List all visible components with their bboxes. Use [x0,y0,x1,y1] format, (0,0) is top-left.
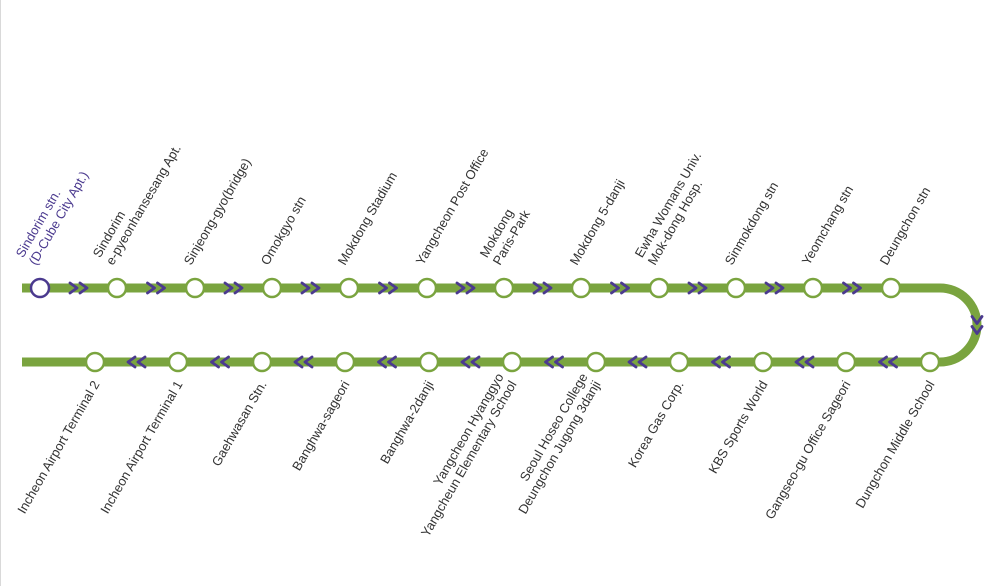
station-label: Sinjeong-gyo(bridge) [181,155,254,267]
page-left-border [0,0,1,586]
station-marker[interactable] [880,277,902,299]
station-marker[interactable] [493,277,515,299]
direction-arrows [68,281,984,369]
station-label-line: Incheon Airport Terminal 1 [97,378,185,516]
station-marker[interactable] [334,351,356,373]
station-label-line: Deungchon Jugong 3danji [515,378,604,516]
station-marker[interactable] [725,277,747,299]
station-label: Incheon Airport Terminal 2 [14,378,102,516]
direction-arrow [377,355,397,369]
station-label: Banghwa-2danji [377,378,437,466]
station-marker[interactable] [167,351,189,373]
station-label: Deungchon stn [877,184,934,267]
direction-arrow [794,355,815,369]
direction-arrow [970,315,984,335]
station-label: Yeomchang stn [799,183,857,268]
station-label: Korea Gas Corp. [625,378,687,470]
station-label-line: e-pyeonhansesang Apt. [103,142,184,268]
station-marker[interactable] [835,351,857,373]
start-station-marker[interactable] [29,277,51,299]
direction-arrow [842,281,862,295]
station-label-line: Mokdong Stadium [335,169,400,267]
direction-arrow [210,355,230,369]
direction-arrow [878,355,898,369]
station-label-line: Korea Gas Corp. [625,378,687,470]
route-line [22,283,982,367]
station-label-line: Deungchon stn [877,184,934,267]
station-marker[interactable] [752,351,774,373]
station-label: Mokdong Stadium [335,169,400,267]
direction-arrow [378,281,398,295]
start-station-label: Sindorim stn.(D-Cube City Apt.) [13,169,92,268]
direction-arrow [455,281,476,295]
direction-arrow [711,355,731,369]
station-label: Gangseo-gu Office Sageori [762,378,854,522]
station-label: Gaehwasan Stn. [209,378,270,469]
station-label: Sinmokdong stn [722,179,782,267]
direction-arrow [126,355,147,369]
station-label: KBS Sports World [705,378,770,476]
direction-arrow [764,281,785,295]
station-marker[interactable] [668,351,690,373]
station-marker[interactable] [106,277,128,299]
station-marker[interactable] [570,277,592,299]
station-label: Incheon Airport Terminal 1 [97,378,185,516]
station-label-line: Mokdong 5-danji [567,177,628,268]
direction-arrow [460,355,481,369]
station-label: Dungchon Middle School [852,378,937,511]
station-marker[interactable] [184,277,206,299]
direction-arrow [610,281,630,295]
direction-arrow [300,281,321,295]
station-labels: Sindorim stn.(D-Cube City Apt.)Sindorime… [13,142,938,540]
direction-arrow [532,281,553,295]
station-label-line: Gaehwasan Stn. [209,378,270,469]
direction-arrow [627,355,648,369]
stations [29,277,941,373]
station-label-line: Yangcheun Elementary School [418,378,520,539]
direction-arrow [544,355,564,369]
station-label-line: Sinjeong-gyo(bridge) [181,155,254,267]
station-label: Ewha Womans Univ.Mok-dong Hosp. [632,149,706,267]
station-marker[interactable] [648,277,670,299]
station-marker[interactable] [338,277,360,299]
station-marker[interactable] [418,351,440,373]
station-label-line: Yeomchang stn [799,183,857,268]
station-label-line: Banghwa-2danji [377,378,437,466]
station-marker[interactable] [416,277,438,299]
direction-arrow [293,355,314,369]
station-label-line: Sinmokdong stn [722,179,782,267]
direction-arrow [687,281,708,295]
station-marker[interactable] [919,351,941,373]
station-label: Banghwa-sageori [289,378,353,473]
direction-arrow [146,281,166,295]
station-label-line: Gangseo-gu Office Sageori [762,378,854,522]
station-marker[interactable] [585,351,607,373]
station-label-line: Incheon Airport Terminal 2 [14,378,102,516]
station-marker[interactable] [251,351,273,373]
station-marker[interactable] [501,351,523,373]
station-label-line: Banghwa-sageori [289,378,353,473]
station-marker[interactable] [802,277,824,299]
station-label-line: Omokgyo stn [258,194,309,268]
station-marker[interactable] [261,277,283,299]
station-label: Mokdong 5-danji [567,177,628,268]
station-label-line: Dungchon Middle School [852,378,937,511]
station-label: Omokgyo stn [258,194,309,268]
station-label-line: KBS Sports World [705,378,770,476]
station-marker[interactable] [84,351,106,373]
direction-arrow [68,281,89,295]
direction-arrow [223,281,244,295]
